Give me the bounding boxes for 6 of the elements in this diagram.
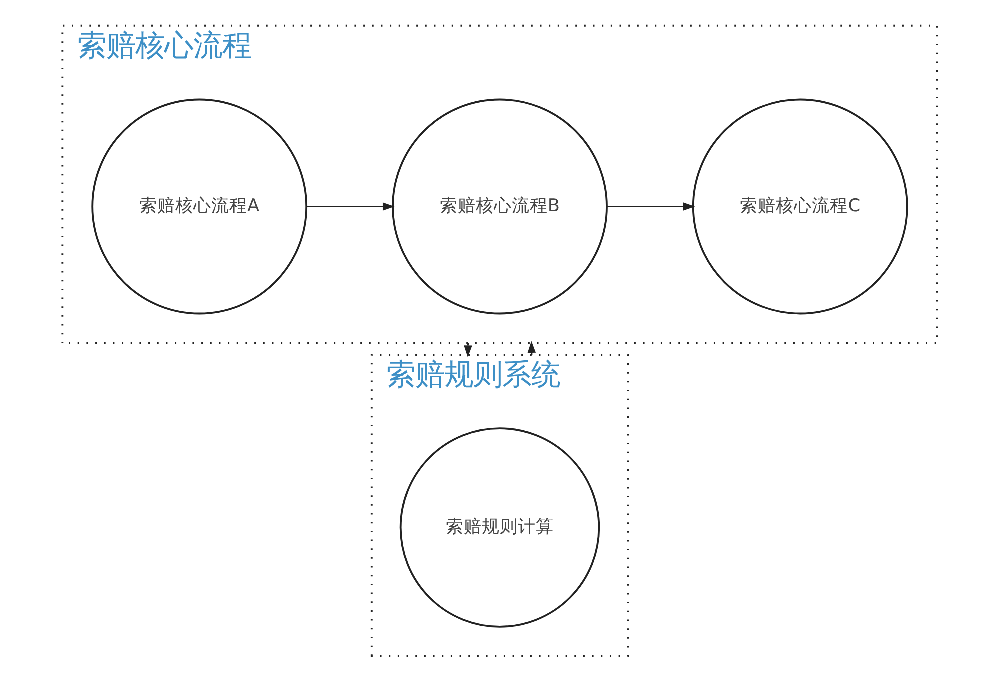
node-circle: 索赔核心流程B — [392, 98, 608, 315]
node-circle: 索赔核心流程C — [692, 98, 908, 315]
node-circle: 索赔核心流程A — [92, 98, 308, 315]
node-circle: 索赔规则计算 — [400, 428, 600, 628]
arrow — [607, 202, 696, 211]
arrow — [306, 202, 395, 211]
